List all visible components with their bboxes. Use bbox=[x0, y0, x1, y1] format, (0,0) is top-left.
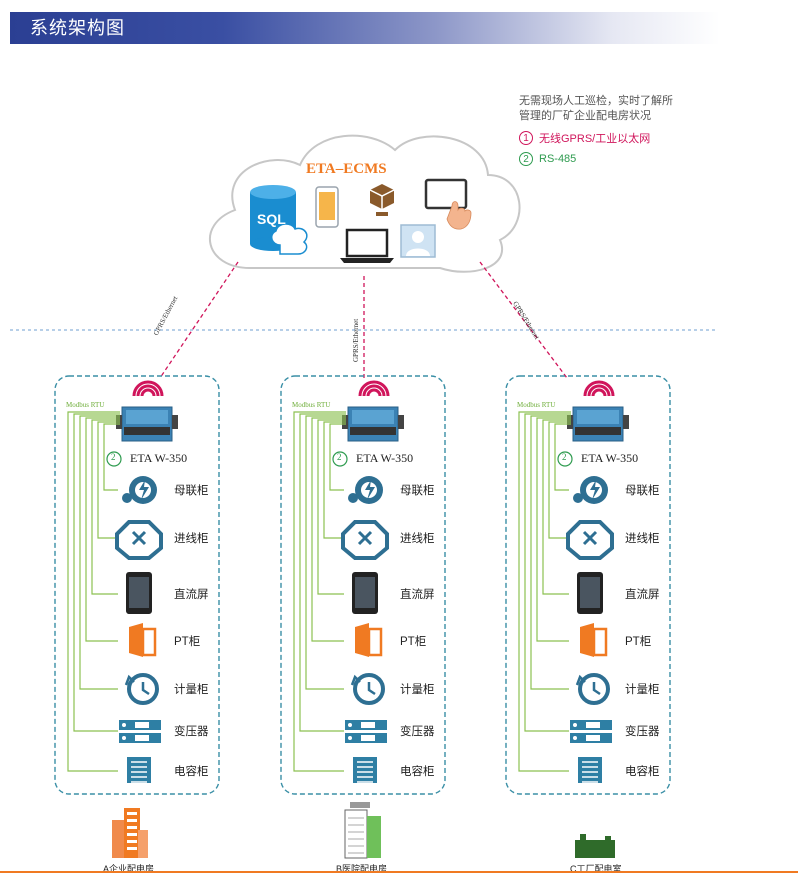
rs485-marker bbox=[557, 451, 573, 467]
dc-panel-icon bbox=[126, 572, 152, 614]
rs485-marker-number: 2 bbox=[111, 452, 116, 462]
wireless-links bbox=[159, 261, 568, 379]
panel-border bbox=[280, 375, 446, 795]
rs485-marker-number: 2 bbox=[562, 452, 567, 462]
page-title: 系统架构图 bbox=[30, 18, 125, 38]
cabinet-label: 直流屏 bbox=[400, 589, 435, 601]
building-icon bbox=[575, 834, 615, 858]
cabinet-label: 直流屏 bbox=[174, 589, 209, 601]
cabinet-label: 进线柜 bbox=[174, 533, 209, 545]
user-icon bbox=[400, 224, 436, 258]
pt-cabinet-icon bbox=[129, 623, 157, 657]
substation-panel bbox=[280, 375, 446, 859]
cloud-title: ETA–ECMS bbox=[306, 161, 387, 177]
capacitor-cabinet-icon bbox=[353, 757, 377, 783]
cabinet-label: 变压器 bbox=[174, 726, 209, 738]
rs485-marker bbox=[106, 451, 122, 467]
legend-label-wireless: 无线GPRS/工业以太网 bbox=[539, 133, 651, 145]
cabinet-label: 母联柜 bbox=[625, 485, 660, 497]
cabinet-label: PT柜 bbox=[174, 636, 201, 648]
transformer-icon bbox=[345, 720, 387, 743]
cabinet-label: 直流屏 bbox=[625, 589, 660, 601]
legend-item-wireless: 1 无线GPRS/工业以太网 bbox=[519, 130, 699, 146]
transformer-icon bbox=[119, 720, 161, 743]
package-icon bbox=[360, 180, 404, 218]
legend: 无需现场人工巡检，实时了解所 管理的厂矿企业配电房状况 1 无线GPRS/工业以… bbox=[519, 94, 699, 166]
bottom-accent-line bbox=[0, 871, 798, 873]
cabinet-label: 计量柜 bbox=[625, 684, 660, 696]
legend-description: 无需现场人工巡检，实时了解所 管理的厂矿企业配电房状况 bbox=[519, 94, 699, 124]
building-icon bbox=[344, 802, 381, 859]
metering-cabinet-icon bbox=[350, 673, 385, 705]
pt-cabinet-icon bbox=[355, 623, 383, 657]
phone-icon bbox=[315, 186, 339, 228]
cabinet-label: 电容柜 bbox=[174, 766, 209, 778]
database-icon bbox=[250, 185, 308, 255]
wifi-signal-icon bbox=[358, 380, 390, 397]
site-label: B医院配电房 bbox=[336, 864, 388, 874]
rs485-bus-lines bbox=[518, 411, 571, 772]
building-icon bbox=[112, 808, 148, 858]
cabinet-label: 母联柜 bbox=[400, 485, 435, 497]
wifi-signal-icon bbox=[132, 380, 164, 397]
modbus-label: Modbus RTU bbox=[517, 401, 556, 409]
touch-monitor-icon bbox=[424, 178, 472, 230]
legend-item-rs485: 2 RS-485 bbox=[519, 152, 699, 166]
coupler-cabinet-icon bbox=[348, 476, 383, 504]
metering-cabinet-icon bbox=[124, 673, 159, 705]
legend-description-line2: 管理的厂矿企业配电房状况 bbox=[519, 110, 651, 122]
cabinet-label: 计量柜 bbox=[400, 684, 435, 696]
dc-panel-icon bbox=[352, 572, 378, 614]
cabinet-label: 电容柜 bbox=[625, 766, 660, 778]
device-label: ETA W-350 bbox=[130, 451, 188, 465]
cabinet-label: 母联柜 bbox=[174, 485, 209, 497]
substation-panel bbox=[54, 375, 220, 858]
transformer-icon bbox=[570, 720, 612, 743]
device-label: ETA W-350 bbox=[581, 451, 639, 465]
cabinet-label: 变压器 bbox=[625, 726, 660, 738]
capacitor-cabinet-icon bbox=[127, 757, 151, 783]
panel-border bbox=[505, 375, 671, 795]
incoming-cabinet-icon bbox=[115, 520, 163, 560]
sql-label: SQL bbox=[257, 211, 286, 227]
wifi-signal-icon bbox=[583, 380, 615, 397]
legend-label-rs485: RS-485 bbox=[539, 153, 577, 165]
cabinet-label: 进线柜 bbox=[625, 533, 660, 545]
cabinet-label: 进线柜 bbox=[400, 533, 435, 545]
coupler-cabinet-icon bbox=[122, 476, 157, 504]
cabinet-label: PT柜 bbox=[400, 636, 427, 648]
header-bar: 系统架构图 bbox=[10, 12, 720, 44]
cabinet-label: PT柜 bbox=[625, 636, 652, 648]
rs485-bus-lines bbox=[293, 411, 346, 772]
site-label: C工厂配电室 bbox=[570, 864, 622, 874]
metering-cabinet-icon bbox=[575, 673, 610, 705]
rs485-marker bbox=[332, 451, 348, 467]
coupler-cabinet-icon bbox=[573, 476, 608, 504]
pt-cabinet-icon bbox=[580, 623, 608, 657]
rtu-device-icon bbox=[567, 406, 629, 442]
modbus-label: Modbus RTU bbox=[292, 401, 331, 409]
legend-description-line1: 无需现场人工巡检，实时了解所 bbox=[519, 95, 673, 107]
incoming-cabinet-icon bbox=[566, 520, 614, 560]
modbus-label: Modbus RTU bbox=[66, 401, 105, 409]
rtu-device-icon bbox=[342, 406, 404, 442]
rtu-device-icon bbox=[116, 406, 178, 442]
cabinet-label: 计量柜 bbox=[174, 684, 209, 696]
cabinet-label: 变压器 bbox=[400, 726, 435, 738]
cabinet-label: 电容柜 bbox=[400, 766, 435, 778]
rs485-marker-number: 2 bbox=[337, 452, 342, 462]
device-label: ETA W-350 bbox=[356, 451, 414, 465]
legend-number-2: 2 bbox=[519, 152, 533, 166]
rs485-bus-lines bbox=[67, 411, 120, 772]
site-label: A企业配电房 bbox=[103, 864, 155, 874]
link-label-b: GPRS/Ethernet bbox=[352, 318, 360, 362]
substation-panel bbox=[505, 375, 671, 858]
dc-panel-icon bbox=[577, 572, 603, 614]
legend-number-1: 1 bbox=[519, 131, 533, 145]
laptop-icon bbox=[340, 228, 394, 263]
capacitor-cabinet-icon bbox=[578, 757, 602, 783]
panel-border bbox=[54, 375, 220, 795]
incoming-cabinet-icon bbox=[341, 520, 389, 560]
